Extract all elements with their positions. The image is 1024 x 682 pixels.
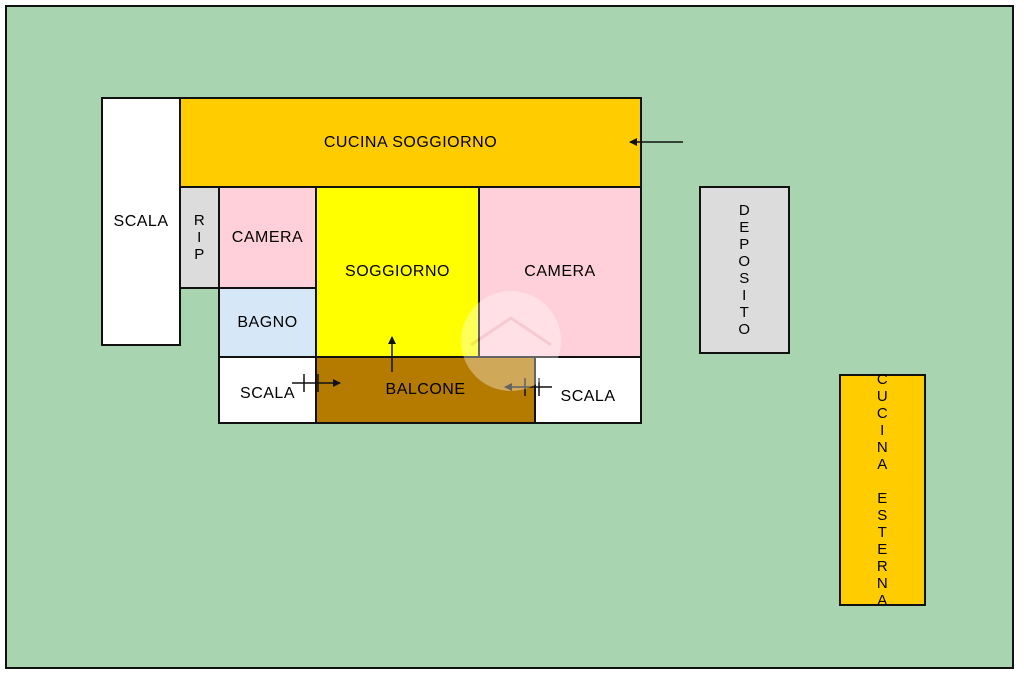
room-balcone: BALCONE [315,356,536,424]
room-label: R I P [193,212,206,263]
room-cucina-esterna: C U C I N A E S T E R N A [839,371,926,609]
room-label: BALCONE [385,381,466,398]
room-deposito: D E P O S I T O [699,186,790,354]
room-label: D E P O S I T O [738,202,751,338]
passage-arrow-right-icon [504,378,552,396]
room-label: SCALA [560,388,616,405]
room-rip: R I P [179,186,220,289]
watermark-logo [461,291,561,391]
room-label: SCALA [113,212,169,230]
room-scala-bottom-right: SCALA [534,356,642,424]
room-label: SOGGIORNO [345,263,450,280]
room-soggiorno: SOGGIORNO [315,186,480,358]
room-scala-left: SCALA [101,97,181,346]
room-bagno: BAGNO [218,287,317,358]
room-label: CUCINA SOGGIORNO [323,133,498,151]
room-label: BAGNO [237,313,298,331]
room-camera-small: CAMERA [218,186,317,289]
room-scala-bottom-left: SCALA [218,356,317,424]
room-label: CAMERA [231,228,304,246]
room-camera-large: CAMERA [478,186,642,358]
passage-arrow-left-icon [292,374,341,392]
room-label: CAMERA [524,263,596,280]
room-label: C U C I N A E S T E R N A [876,371,889,609]
room-label: SCALA [240,385,295,402]
